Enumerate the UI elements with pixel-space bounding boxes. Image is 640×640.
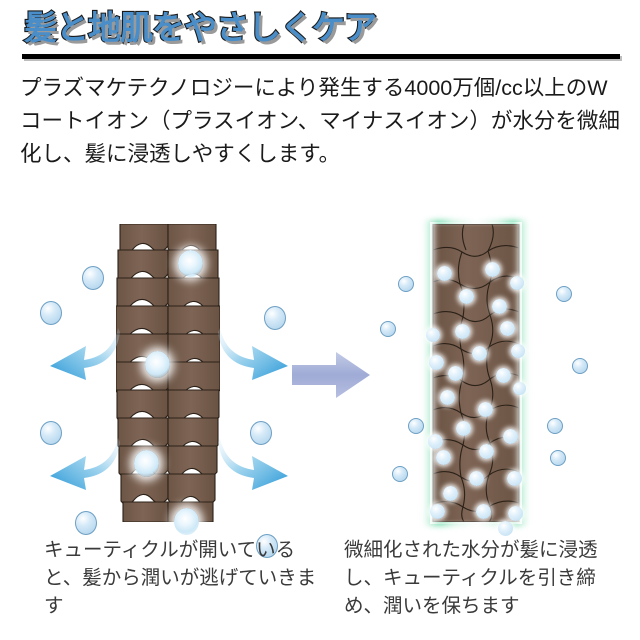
- absorbed-droplet: [492, 299, 507, 314]
- absorbed-droplet: [511, 344, 525, 358]
- lead-paragraph: プラズマケテクノロジーにより発生する4000万個/cc以上のWコートイオン（プラ…: [20, 76, 620, 166]
- free-droplet: [256, 534, 278, 558]
- absorbed-droplet: [485, 262, 500, 277]
- absorbed-droplet: [476, 504, 491, 519]
- absorbed-droplet: [437, 266, 452, 281]
- free-droplet: [547, 418, 563, 434]
- absorbed-droplet: [478, 402, 493, 417]
- absorbed-droplet: [456, 421, 471, 436]
- free-droplet: [75, 511, 97, 535]
- absorbed-droplet: [503, 429, 518, 444]
- absorbed-droplet: [448, 366, 463, 381]
- free-droplet: [550, 450, 566, 466]
- hair-droplet: [145, 351, 170, 378]
- header: 髪と地肌をやさしくケア: [0, 0, 640, 62]
- free-droplet: [408, 418, 424, 434]
- absorbed-droplet: [455, 324, 470, 339]
- free-droplet: [250, 421, 272, 445]
- caption-open-cuticle: キューティクルが開いていると、髪から潤いが逃げていきます: [44, 539, 317, 617]
- absorbed-droplet: [469, 471, 484, 486]
- moisture-escape-arrow-upper-right: [218, 328, 288, 380]
- moisture-escape-arrow-lower-right: [218, 438, 288, 490]
- open-cuticle-hair-shaft: [116, 224, 220, 522]
- free-droplet: [572, 358, 588, 374]
- free-droplet: [398, 276, 414, 292]
- absorbed-droplet: [429, 355, 444, 370]
- hair-droplet: [134, 450, 159, 477]
- free-droplet: [264, 306, 286, 330]
- absorbed-droplet: [507, 471, 522, 486]
- absorbed-droplet: [496, 368, 511, 383]
- absorbed-droplet: [508, 506, 523, 521]
- title-underline-rule: [22, 54, 620, 59]
- free-droplet: [82, 266, 104, 290]
- absorbed-droplet: [472, 346, 487, 361]
- free-droplet: [556, 286, 572, 302]
- free-droplet: [40, 421, 62, 445]
- moisture-escape-arrow-lower-left: [50, 438, 120, 490]
- absorbed-droplet: [426, 328, 440, 342]
- absorbed-droplet: [430, 504, 445, 519]
- moisture-escape-arrow-upper-left: [50, 328, 120, 380]
- absorbed-droplet: [436, 450, 451, 465]
- absorbed-droplet: [443, 486, 458, 501]
- free-droplet: [40, 301, 62, 325]
- absorbed-droplet: [513, 382, 526, 395]
- free-droplet: [380, 321, 396, 337]
- absorbed-droplet: [440, 390, 455, 405]
- absorbed-droplet: [479, 444, 494, 459]
- absorbed-droplet: [428, 434, 443, 449]
- caption-closed-cuticle: 微細化された水分が髪に浸透し、キューティクルを引き締め、潤いを保ちます: [344, 539, 598, 617]
- free-droplet: [392, 466, 408, 482]
- hair-droplet: [178, 250, 203, 277]
- absorbed-droplet: [459, 289, 474, 304]
- hair-cuticle-diagram: [0, 186, 640, 558]
- absorbed-droplet: [500, 321, 515, 336]
- transition-arrow-icon: [292, 352, 370, 398]
- absorbed-droplet: [498, 521, 513, 536]
- absorbed-droplet: [510, 276, 524, 290]
- page-title: 髪と地肌をやさしくケア: [23, 8, 378, 47]
- hair-droplet: [174, 508, 199, 535]
